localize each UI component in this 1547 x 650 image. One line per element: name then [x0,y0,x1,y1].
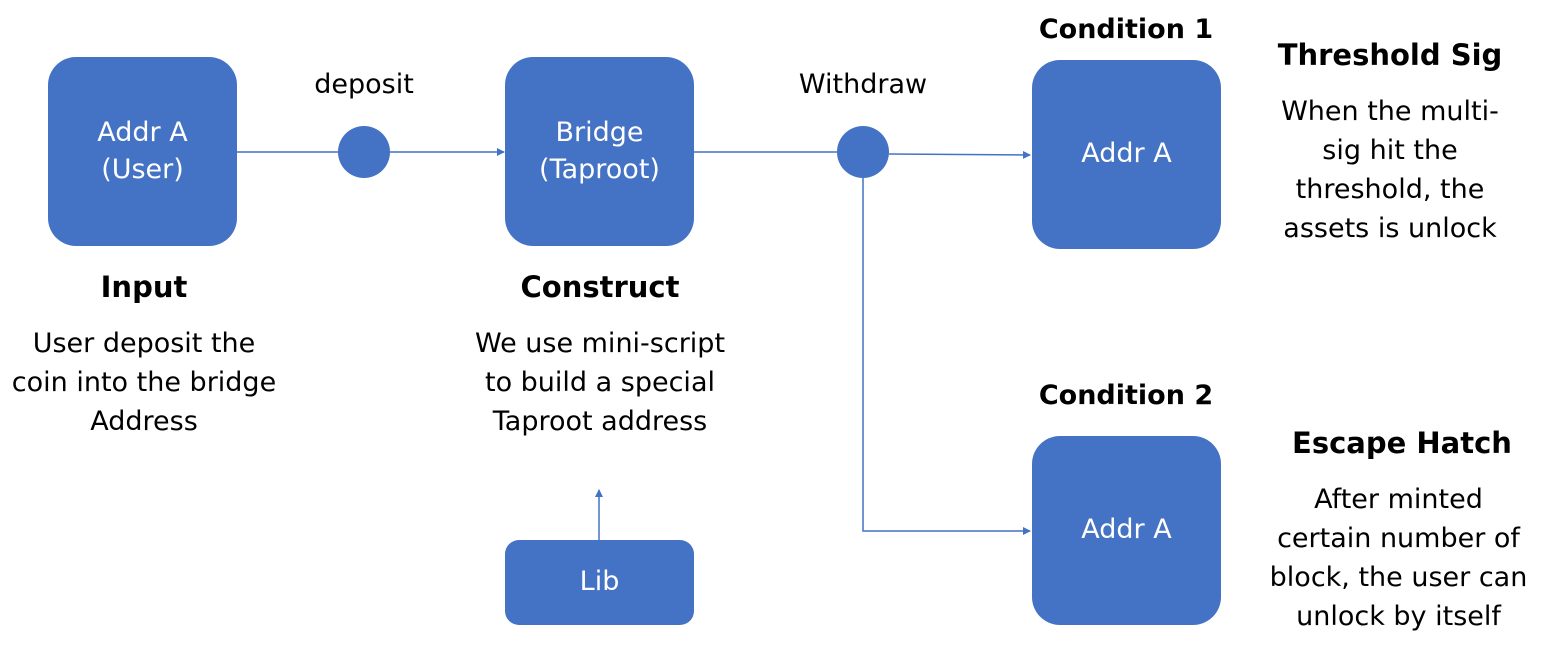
escape-desc-line-3: block, the user can [1269,562,1528,593]
escape-desc-line-4: unlock by itself [1296,601,1501,632]
withdraw-to-condition1-arrow [888,150,1031,159]
condition1-heading: Condition 1 [1038,14,1214,45]
escape-desc-line-2: certain number of [1277,523,1520,554]
threshold-desc-line-1: When the multi- [1281,96,1499,127]
escape-hatch-heading: Escape Hatch [1292,426,1512,460]
withdraw-edge-label: Withdraw [798,69,928,100]
user-node-line-1: Addr A [97,117,188,149]
escape-hatch-description: After minted certain number of block, th… [1250,480,1547,636]
construct-desc-line-3: Taproot address [492,406,708,437]
condition2-heading: Condition 2 [1038,380,1214,411]
deposit-edge-label: deposit [314,69,414,100]
threshold-sig-description: When the multi- sig hit the threshold, t… [1245,92,1535,248]
construct-desc-line-2: to build a special [484,367,715,398]
bridge-node-line-1: Bridge [555,117,644,149]
input-desc-line-2: coin into the bridge [11,367,277,398]
input-heading: Input [100,270,188,304]
withdraw-junction-dot [837,126,889,178]
user-node-line-2: (User) [101,153,184,185]
bridge-taproot-node: Bridge (Taproot) [505,57,694,246]
bridge-node-line-2: (Taproot) [539,153,660,185]
threshold-sig-heading: Threshold Sig [1277,38,1503,72]
input-description: User deposit the coin into the bridge Ad… [0,324,288,441]
condition2-node-label: Addr A [1081,514,1172,546]
withdraw-to-condition2-arrow [862,178,1031,535]
input-desc-line-3: Address [90,406,198,437]
lib-node: Lib [505,540,694,625]
threshold-desc-line-2: sig hit the [1322,135,1458,166]
lib-node-label: Lib [579,566,620,598]
construct-description: We use mini-script to build a special Ta… [440,324,760,441]
addr-a-user-node: Addr A (User) [48,57,237,246]
escape-desc-line-1: After minted [1314,484,1483,515]
construct-heading: Construct [520,270,680,304]
condition1-addr-a-node: Addr A [1032,60,1221,249]
condition1-node-label: Addr A [1081,138,1172,170]
construct-desc-line-1: We use mini-script [474,328,726,359]
threshold-desc-line-3: threshold, the [1295,174,1485,205]
threshold-desc-line-4: assets is unlock [1283,213,1497,244]
condition2-addr-a-node: Addr A [1032,436,1221,625]
input-desc-line-1: User deposit the [32,328,256,359]
deposit-junction-dot [338,126,390,178]
